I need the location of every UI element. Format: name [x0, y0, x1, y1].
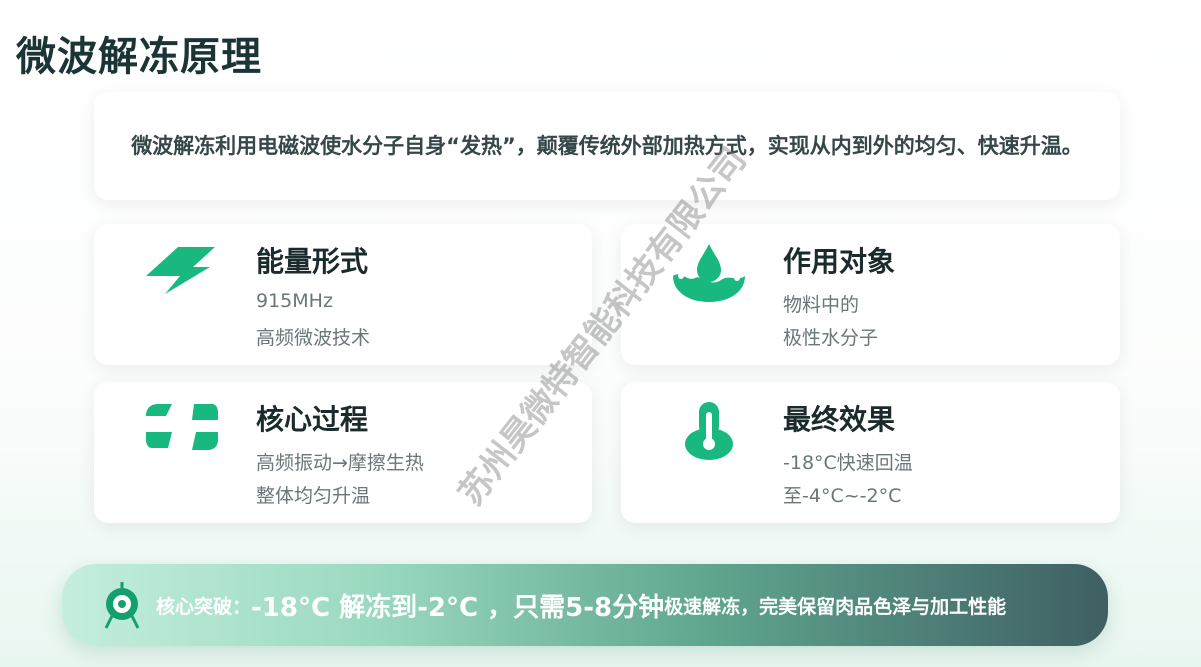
- card-title: 核心过程: [256, 403, 369, 436]
- card-line: 高频微波技术: [256, 327, 371, 349]
- banner-rest: 极速解冻，完美保留肉品色泽与加工性能: [664, 595, 1007, 618]
- target-icon: [104, 582, 140, 629]
- card-title: 作用对象: [783, 245, 896, 278]
- water-drop-icon: [673, 244, 745, 302]
- page-title: 微波解冻原理: [16, 34, 262, 80]
- intro-card: 微波解冻利用电磁波使水分子自身“发热”，颠覆传统外部加热方式，实现从内到外的均匀…: [94, 92, 1120, 200]
- thermometer-icon: [685, 402, 733, 460]
- card-title: 能量形式: [256, 245, 369, 278]
- card-line: -18°C快速回温: [783, 452, 913, 474]
- card-title: 最终效果: [783, 403, 896, 436]
- banner-text: 核心突破： -18°C 解冻到-2°C ， 只需5-8分钟 极速解冻，完美保留肉…: [156, 564, 1006, 646]
- card-target-object: 作用对象 物料中的 极性水分子: [621, 224, 1120, 365]
- core-breakthrough-banner: 核心突破： -18°C 解冻到-2°C ， 只需5-8分钟 极速解冻，完美保留肉…: [62, 564, 1108, 646]
- card-line: 高频振动→摩擦生热: [256, 452, 424, 474]
- card-line: 物料中的: [783, 294, 860, 316]
- lightning-icon: [146, 247, 215, 294]
- card-core-process: 核心过程 高频振动→摩擦生热 整体均匀升温: [94, 382, 592, 523]
- vibration-icon: [146, 404, 218, 450]
- card-line: 至-4°C~-2°C: [783, 485, 902, 507]
- card-line: 915MHz: [256, 290, 333, 312]
- card-energy-form: 能量形式 915MHz 高频微波技术: [94, 224, 592, 365]
- card-line: 极性水分子: [783, 327, 879, 349]
- card-line: 整体均匀升温: [256, 485, 371, 507]
- banner-label: 核心突破：: [156, 595, 252, 618]
- banner-highlight-time: 只需5-8分钟: [513, 592, 665, 623]
- intro-text: 微波解冻利用电磁波使水分子自身“发热”，颠覆传统外部加热方式，实现从内到外的均匀…: [131, 134, 1083, 158]
- banner-highlight-temp: -18°C 解冻到-2°C ，: [251, 592, 514, 623]
- card-final-effect: 最终效果 -18°C快速回温 至-4°C~-2°C: [621, 382, 1120, 523]
